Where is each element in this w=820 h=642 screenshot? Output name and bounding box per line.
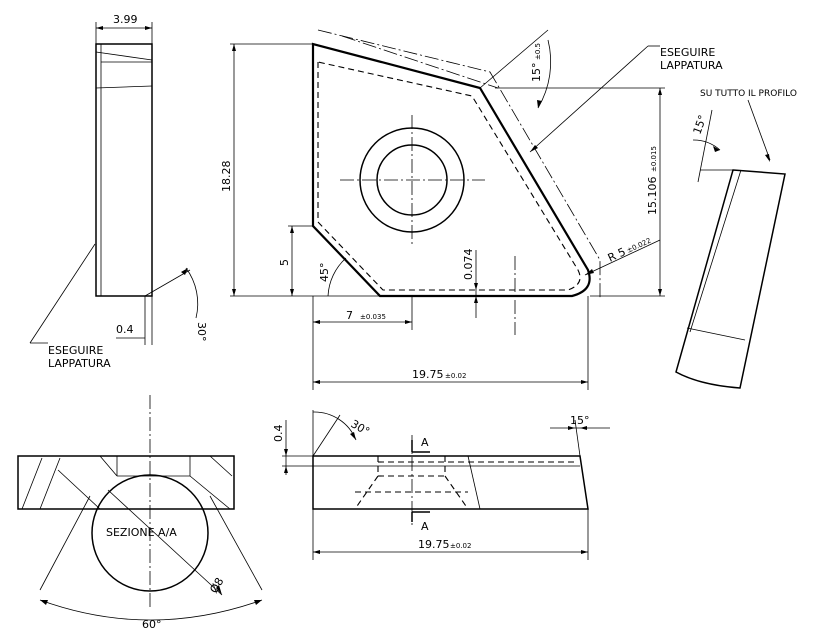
note-lapping-top-2: LAPPATURA: [660, 59, 723, 72]
note-lapping-top-1: ESEGUIRE: [660, 46, 715, 59]
dim-radius: R 5: [606, 245, 628, 264]
dim-corner-height: 5: [278, 259, 291, 266]
note-profile: SU TUTTO IL PROFILO: [700, 89, 797, 99]
dim-width: 19.75: [412, 368, 444, 381]
section-mark-bottom: A: [421, 520, 429, 533]
section-view: Ø8 SEZIONE A/A 60°: [17, 395, 263, 631]
note-lapping-left-2: LAPPATURA: [48, 357, 111, 370]
front-view: A A 0.4 30° 15° 19.75 ±0.02: [272, 410, 610, 560]
section-label: SEZIONE A/A: [106, 526, 177, 539]
dim-top-angle-tol: ±0.5: [534, 43, 542, 60]
dim-bottom-width: 19.75: [418, 538, 450, 551]
section-mark-top: A: [421, 436, 429, 449]
dim-right-height: 15.106: [646, 177, 659, 216]
dim-base-offset-tol: ±0.035: [360, 313, 386, 321]
side-view-left: 3.99 0.4 30° ESEGUIRE LAPPATURA: [29, 13, 208, 370]
dim-profile-angle: 15°: [691, 113, 710, 136]
dim-side-angle: 30°: [195, 322, 208, 342]
dim-bottom-chamfer: 0.4: [272, 425, 285, 443]
dim-corner-angle: 45°: [318, 263, 331, 283]
dim-right-height-tol: ±0.015: [650, 146, 658, 172]
dim-base-offset: 7: [346, 309, 353, 322]
note-lapping-left-1: ESEGUIRE: [48, 344, 103, 357]
dim-side-chamfer: 0.4: [116, 323, 134, 336]
dim-height: 18.28: [220, 161, 233, 193]
dim-side-width: 3.99: [113, 13, 138, 26]
dim-land: 0.074: [462, 249, 475, 281]
dim-section-diameter: Ø8: [207, 575, 226, 595]
dim-bottom-right-angle: 15°: [570, 414, 590, 427]
main-top-view: 18.28 5 45° 7 ±0.035 0.074 R 5 ±0.022 15…: [220, 29, 723, 390]
dim-top-angle: 15°: [530, 63, 543, 83]
dim-section-angle: 60°: [142, 618, 162, 631]
profile-view-right: 15° SU TUTTO IL PROFILO: [675, 89, 797, 389]
dim-bottom-width-tol: ±0.02: [450, 542, 471, 550]
dim-radius-tol: ±0.022: [625, 237, 652, 255]
dim-width-tol: ±0.02: [445, 372, 466, 380]
